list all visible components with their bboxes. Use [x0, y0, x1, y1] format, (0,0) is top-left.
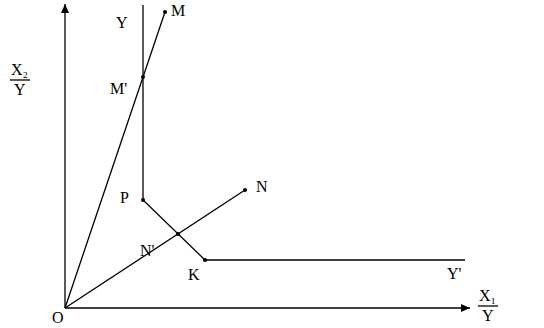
fraction-bar [478, 305, 498, 306]
axis-label: Y [482, 307, 494, 325]
point-label: M [171, 2, 185, 20]
fraction-bar [10, 79, 30, 80]
point-label: N' [140, 242, 154, 260]
horizontal-axis [65, 307, 470, 308]
point-dot [141, 75, 145, 79]
curve-label: Y [116, 14, 128, 32]
point-dot [163, 10, 167, 14]
vertical-axis [64, 4, 65, 308]
isoquant-line [143, 5, 465, 260]
axis-label: X₂ [11, 61, 28, 79]
axis-label: Y [14, 81, 26, 99]
point-dot [203, 258, 207, 262]
point-label: N [256, 178, 268, 196]
point-dot [141, 198, 145, 202]
point-label: P [120, 189, 129, 207]
point-label: K [188, 266, 200, 284]
ray-on [65, 190, 245, 308]
point-dot [243, 188, 247, 192]
ray-om [65, 12, 165, 308]
point-dot [176, 232, 180, 236]
origin-label: O [52, 309, 64, 327]
point-label: M' [110, 80, 127, 98]
axis-label: X₁ [479, 287, 496, 305]
curve-label: Y' [447, 265, 461, 283]
